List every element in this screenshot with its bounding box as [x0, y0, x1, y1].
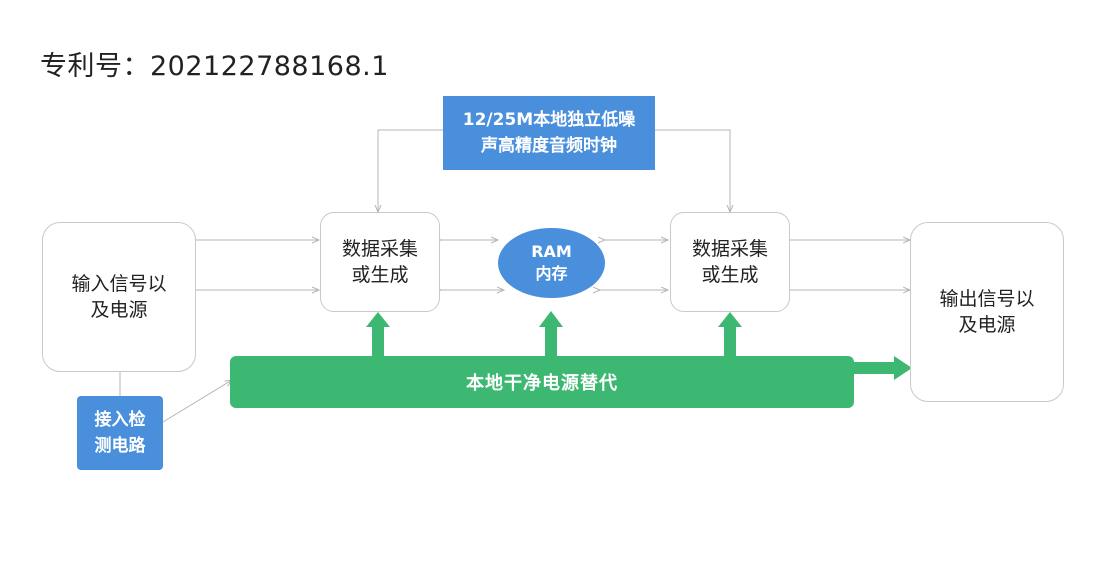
output-signal-power-box: 输出信号以 及电源 [910, 222, 1064, 402]
right-data-processor-label: 数据采集 或生成 [691, 238, 768, 286]
input-signal-power-box: 输入信号以 及电源 [42, 222, 196, 372]
ram-memory-node: RAM 内存 [498, 228, 605, 298]
clock-to-left-processor-line [378, 129, 443, 212]
access-detect-circuit-label: 接入检 测电路 [94, 410, 146, 456]
power-arrow-ram [539, 311, 563, 358]
right-data-processor-box: 数据采集 或生成 [670, 212, 790, 312]
power-arrow-left-processor [366, 312, 390, 358]
access-detect-circuit-box: 接入检 测电路 [77, 396, 163, 470]
left-data-processor-label: 数据采集 或生成 [341, 238, 418, 286]
audio-clock-label: 12/25M本地独立低噪 声高精度音频时钟 [462, 110, 636, 156]
power-arrow-output [852, 356, 912, 380]
input-signal-power-label: 输入信号以 及电源 [71, 273, 167, 321]
left-data-processor-box: 数据采集 或生成 [320, 212, 440, 312]
clean-power-bar: 本地干净电源替代 [230, 356, 854, 408]
audio-clock-box: 12/25M本地独立低噪 声高精度音频时钟 [443, 96, 655, 170]
patent-number: 专利号：202122788168.1 [40, 51, 389, 82]
detect-to-power-line [162, 380, 232, 423]
clean-power-label: 本地干净电源替代 [466, 373, 618, 394]
output-signal-power-label: 输出信号以 及电源 [939, 288, 1035, 336]
ram-memory-label: RAM 内存 [531, 242, 572, 283]
power-arrow-right-processor [718, 312, 742, 358]
clock-to-right-processor-line [655, 129, 730, 212]
